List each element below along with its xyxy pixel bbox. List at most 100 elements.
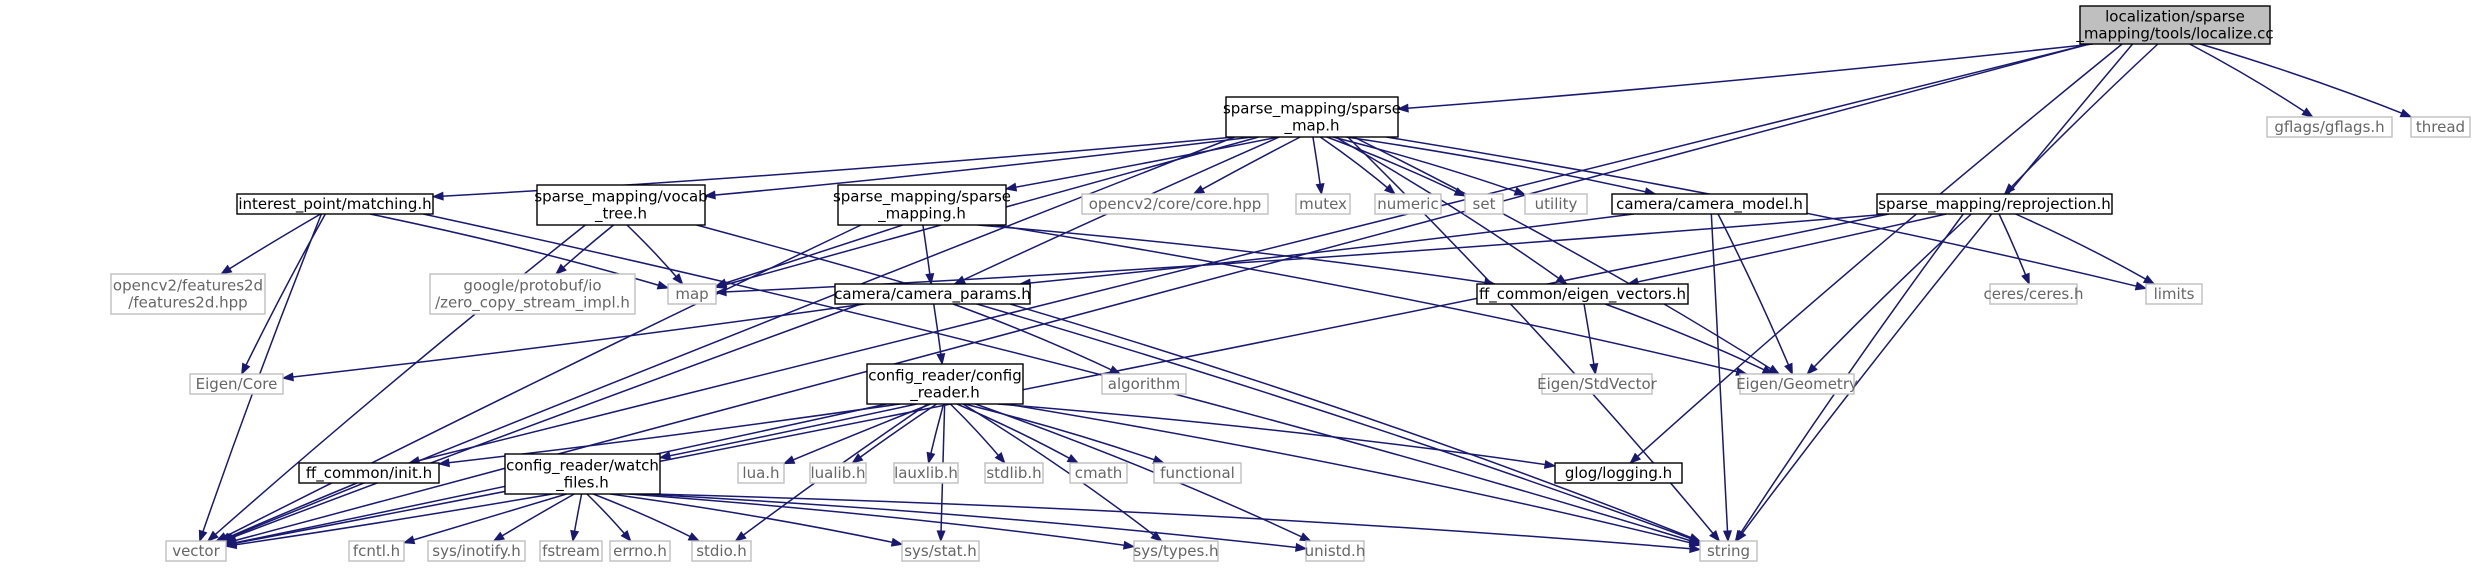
node-label-line: ff_common/eigen_vectors.h	[1479, 285, 1686, 304]
edge-watch-files-to-inotify	[492, 493, 575, 542]
node-sys-stat: sys/stat.h	[901, 540, 980, 562]
node-label-line: lualib.h	[811, 464, 866, 482]
node-label-line: sparse_mapping/reprojection.h	[1878, 195, 2111, 214]
edge-sparse-map-to-numeric	[1319, 136, 1396, 195]
edge-watch-files-to-vector	[224, 493, 553, 550]
node-label-line: /features2d.hpp	[128, 294, 247, 312]
node-label-line: lua.h	[742, 464, 779, 482]
node-box	[1305, 540, 1365, 562]
node-box	[1989, 283, 2078, 305]
node-set: set	[1464, 193, 1504, 215]
node-limits: limits	[2145, 283, 2203, 305]
node-interest-point[interactable]: interest_point/matching.h	[236, 193, 434, 215]
node-label-line: fstream	[542, 542, 600, 560]
node-label-line: /zero_copy_stream_impl.h	[435, 294, 630, 313]
node-box	[667, 283, 717, 305]
node-lua: lua.h	[737, 462, 785, 484]
node-box	[1081, 193, 1269, 215]
node-box	[1739, 373, 1855, 395]
node-box	[1699, 540, 1758, 562]
node-label-line: limits	[2154, 285, 2195, 303]
edge-sparse-mapping-h-to-camera-params	[922, 224, 935, 286]
node-protobuf: google/protobuf/io/zero_copy_stream_impl…	[429, 273, 636, 315]
node-label-line: _reader.h	[909, 384, 980, 403]
node-box	[737, 462, 785, 484]
node-box	[2266, 116, 2393, 138]
node-glog[interactable]: glog/logging.h	[1554, 462, 1683, 484]
node-stdio: stdio.h	[691, 540, 752, 562]
edge-config-reader-to-lua	[782, 403, 931, 465]
node-gflags: gflags/gflags.h	[2266, 116, 2393, 138]
node-label-line: ceres/ceres.h	[1983, 285, 2083, 303]
node-vocab-tree[interactable]: sparse_mapping/vocab_tree.h	[534, 184, 708, 226]
node-lualib: lualib.h	[809, 462, 867, 484]
edge-localize-to-gflags	[2189, 43, 2314, 118]
node-box	[809, 462, 867, 484]
node-box	[348, 540, 405, 562]
node-box	[539, 540, 603, 562]
node-label-line: _map.h	[1283, 117, 1339, 136]
edge-camera-params-to-eigen-core	[281, 303, 865, 382]
node-config-reader[interactable]: config_reader/config_reader.h	[866, 363, 1024, 405]
edge-reprojection-to-limits	[2015, 213, 2156, 285]
node-label-line: sparse_mapping/sparse	[1223, 100, 1401, 119]
node-ceres: ceres/ceres.h	[1983, 283, 2084, 305]
node-sys-types: sys/types.h	[1133, 540, 1219, 562]
node-functional: functional	[1153, 462, 1242, 484]
edge-vocab-tree-to-protobuf	[554, 224, 615, 275]
node-box	[189, 373, 284, 395]
node-label-line: _mapping.h	[877, 205, 966, 224]
node-box	[1153, 462, 1242, 484]
node-box	[2145, 283, 2203, 305]
node-label-line: sys/types.h	[1133, 542, 1218, 560]
edge-watch-files-to-sys-types	[628, 493, 1136, 550]
edge-sparse-map-to-eigen-geometry	[1353, 136, 1781, 375]
edge-config-reader-to-ff-init	[437, 403, 901, 468]
node-label-line: _files.h	[555, 474, 608, 493]
edge-config-reader-to-lualib	[851, 403, 938, 464]
edge-config-reader-to-sys-types	[962, 403, 1163, 542]
edge-watch-files-to-stdio	[593, 493, 701, 542]
node-label-line: string	[1707, 542, 1750, 560]
node-label-line: numeric	[1377, 195, 1438, 213]
node-label-line: ff_common/init.h	[306, 464, 432, 483]
node-camera-model[interactable]: camera/camera_model.h	[1611, 193, 1808, 215]
node-sparse-map[interactable]: sparse_mapping/sparse_map.h	[1223, 96, 1401, 138]
node-label-line: localization/sparse	[2105, 8, 2245, 26]
node-camera-params[interactable]: camera/camera_params.h	[834, 283, 1031, 305]
node-box	[1295, 193, 1351, 215]
edges-layer	[198, 43, 2413, 554]
node-box	[1133, 540, 1219, 562]
node-label-line: vector	[172, 542, 220, 560]
node-sparse-mapping-h[interactable]: sparse_mapping/sparse_mapping.h	[833, 184, 1011, 226]
node-label-line: Eigen/Geometry	[1736, 375, 1858, 393]
edge-config-reader-to-glog	[997, 403, 1557, 469]
node-label-line: sparse_mapping/sparse	[833, 188, 1011, 207]
node-opencv-core: opencv2/core/core.hpp	[1081, 193, 1269, 215]
node-eigen-vectors[interactable]: ff_common/eigen_vectors.h	[1476, 283, 1689, 305]
node-label-line: set	[1473, 195, 1496, 213]
node-label-line: camera/camera_params.h	[834, 285, 1031, 304]
node-label-line: Eigen/StdVector	[1537, 375, 1658, 393]
node-box	[2410, 116, 2471, 138]
node-label-line: utility	[1535, 195, 1578, 213]
node-label-line: google/protobuf/io	[463, 277, 601, 295]
node-label-line: _mapping/tools/localize.cc	[2075, 25, 2273, 44]
node-localize[interactable]: localization/sparse_mapping/tools/locali…	[2075, 5, 2274, 45]
node-label-line: map	[675, 285, 708, 303]
node-fstream: fstream	[539, 540, 603, 562]
node-vector: vector	[165, 540, 227, 562]
node-reprojection[interactable]: sparse_mapping/reprojection.h	[1876, 193, 2113, 215]
node-ff-init[interactable]: ff_common/init.h	[298, 462, 440, 484]
edge-vocab-tree-to-map	[626, 224, 684, 286]
edge-camera-params-to-config-reader	[932, 303, 946, 366]
edge-sparse-map-to-string	[1347, 136, 1721, 543]
edge-localize-to-sparse-map	[1396, 43, 2094, 113]
node-box	[110, 273, 266, 315]
node-box	[1374, 193, 1442, 215]
node-label-line: functional	[1160, 464, 1235, 482]
node-box	[165, 540, 227, 562]
node-watch-files[interactable]: config_reader/watch_files.h	[504, 453, 661, 495]
edge-reprojection-to-eigen-geometry	[1806, 213, 1972, 376]
